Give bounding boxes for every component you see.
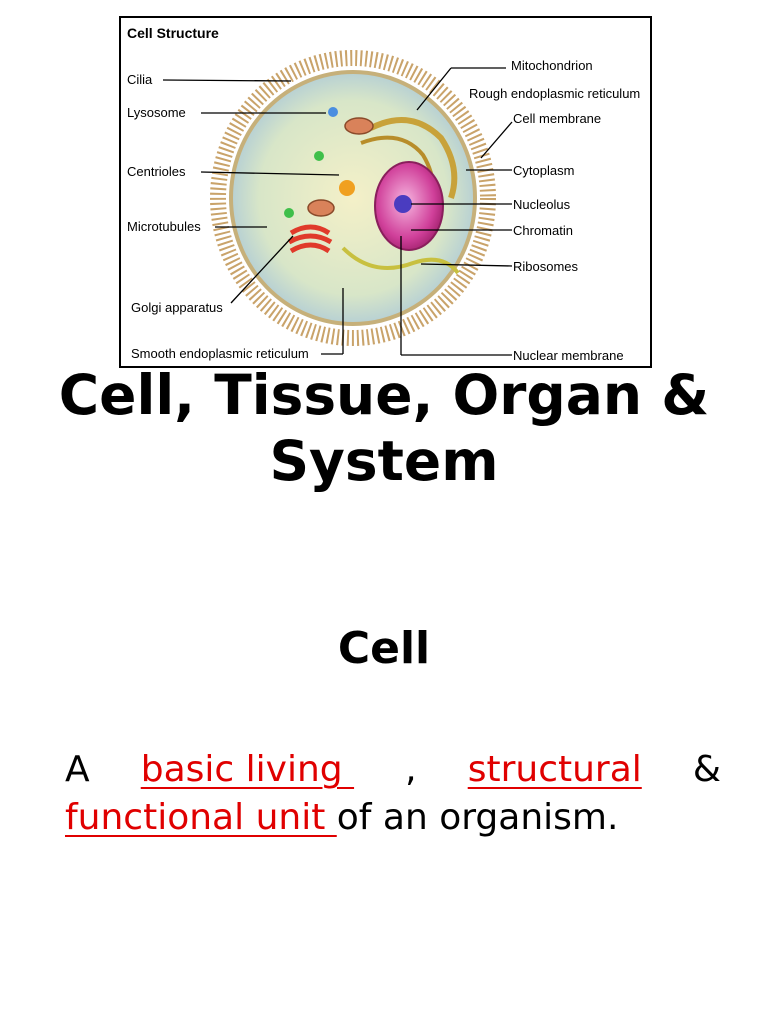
label-nucleolus: Nucleolus bbox=[513, 197, 571, 212]
vesicle-shape-2 bbox=[284, 208, 294, 218]
cell-structure-diagram: Cell Structure Cilia Lysosome Centrioles… bbox=[119, 16, 652, 368]
ampersand: & bbox=[692, 749, 721, 790]
mitochondrion-shape bbox=[344, 117, 374, 135]
smooth-er-shape bbox=[341, 246, 460, 275]
definition-line-2: functional unit of an organism. bbox=[65, 794, 721, 842]
cell-illustration bbox=[162, 50, 513, 356]
nucleolus-shape bbox=[394, 195, 412, 213]
section-heading: Cell bbox=[337, 623, 431, 674]
rough-er-shape bbox=[369, 117, 458, 199]
label-ribosomes: Ribosomes bbox=[513, 259, 579, 274]
label-cell-membrane: Cell membrane bbox=[513, 111, 602, 126]
label-golgi-apparatus: Golgi apparatus bbox=[131, 300, 223, 315]
lysosome-shape bbox=[328, 107, 338, 117]
term-basic-living: basic living bbox=[140, 749, 355, 790]
label-cytoplasm: Cytoplasm bbox=[513, 163, 575, 178]
label-cilia: Cilia bbox=[127, 72, 153, 87]
label-rough-er: Rough endoplasmic reticulum bbox=[469, 86, 641, 101]
label-chromatin: Chromatin bbox=[513, 223, 573, 238]
label-mitochondrion: Mitochondrion bbox=[511, 58, 593, 73]
term-structural: structural bbox=[467, 749, 642, 790]
word-a: A bbox=[65, 749, 90, 790]
mitochondrion-shape-2 bbox=[307, 199, 335, 217]
comma: , bbox=[405, 749, 417, 790]
centriole-shape bbox=[339, 180, 355, 196]
golgi-shape bbox=[287, 224, 333, 254]
pointer-lines bbox=[162, 67, 513, 356]
definition-text: A basic living , structural & functional… bbox=[65, 746, 721, 842]
diagram-title: Cell Structure bbox=[127, 25, 219, 41]
cilia-fringe bbox=[210, 50, 496, 346]
page-title: Cell, Tissue, Organ & System bbox=[58, 363, 710, 493]
label-smooth-er: Smooth endoplasmic reticulum bbox=[131, 346, 309, 361]
label-nuclear-membrane: Nuclear membrane bbox=[513, 348, 624, 363]
definition-line-1: A basic living , structural & bbox=[65, 746, 721, 794]
label-microtubules: Microtubules bbox=[127, 219, 201, 234]
vesicle-shape bbox=[314, 151, 324, 161]
term-functional-unit: functional unit bbox=[65, 797, 337, 838]
definition-rest: of an organism. bbox=[336, 797, 619, 838]
label-centrioles: Centrioles bbox=[127, 164, 186, 179]
label-lysosome: Lysosome bbox=[127, 105, 186, 120]
